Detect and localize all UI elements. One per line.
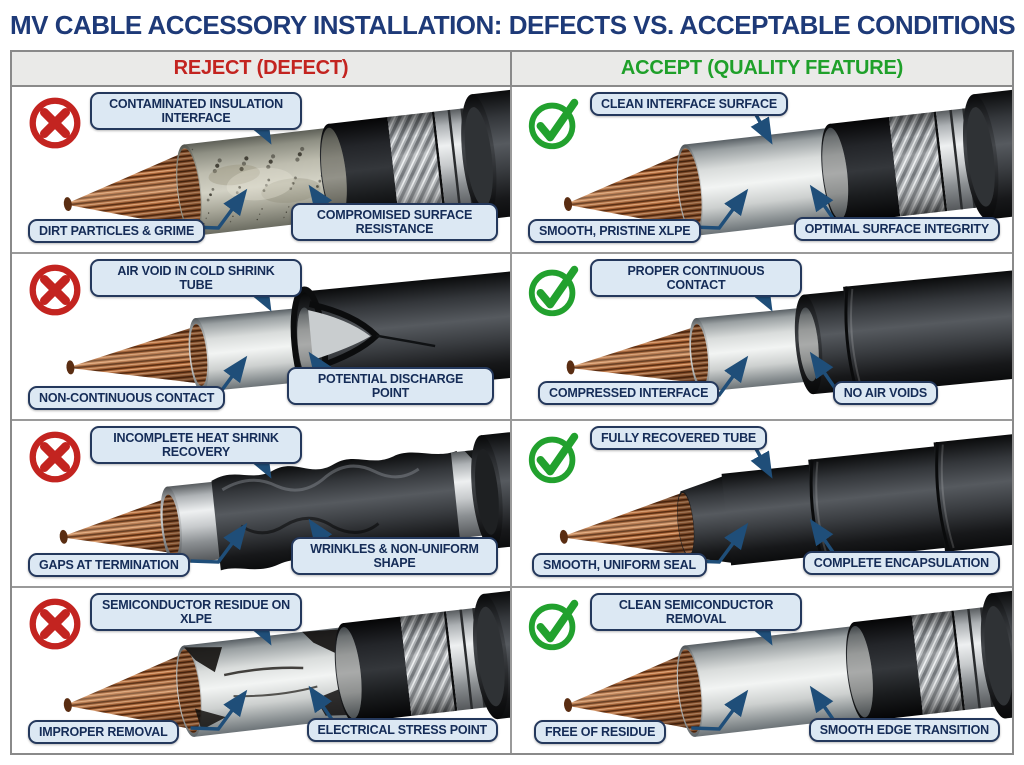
cable-illustration [66, 267, 510, 402]
callout-bottom-right: WRINKLES & NON-UNIFORM SHAPE [291, 537, 498, 575]
cable-illustration [63, 87, 510, 236]
callout-top: PROPER CONTINUOUS CONTACT [590, 259, 802, 297]
column-header-reject: REJECT (DEFECT) [12, 52, 512, 87]
callout-arrow-bottom-left [190, 689, 248, 731]
callout-bottom-right: OPTIMAL SURFACE INTEGRITY [793, 217, 1000, 241]
callout-bottom-right: POTENTIAL DISCHARGE POINT [287, 367, 494, 405]
callout-top: INCOMPLETE HEAT SHRINK RECOVERY [90, 426, 302, 464]
cable-illustration [563, 588, 1012, 737]
panel-proper-continuous-contact: PROPER CONTINUOUS CONTACT COMPRESSED INT… [512, 254, 1012, 421]
comparison-table: REJECT (DEFECT) ACCEPT (QUALITY FEATURE)… [10, 50, 1014, 755]
callout-bottom-left: DIRT PARTICLES & GRIME [28, 219, 206, 243]
callout-top: SEMICONDUCTOR RESIDUE ON XLPE [90, 593, 302, 631]
cable-illustration [563, 87, 1012, 236]
cable-illustration [63, 588, 510, 737]
check-icon [524, 259, 586, 321]
callout-bottom-left: COMPRESSED INTERFACE [538, 381, 720, 405]
callout-top: AIR VOID IN COLD SHRINK TUBE [90, 259, 302, 297]
callout-bottom-left: IMPROPER REMOVAL [28, 720, 179, 744]
callout-bottom-left: GAPS AT TERMINATION [28, 553, 190, 577]
callout-arrow-bottom-left [190, 522, 248, 564]
callout-bottom-left: SMOOTH, UNIFORM SEAL [532, 553, 707, 577]
callout-bottom-right: COMPLETE ENCAPSULATION [802, 551, 1000, 575]
check-icon [524, 92, 586, 154]
panel-semiconductor-residue: SEMICONDUCTOR RESIDUE ON XLPE IMPROPER R… [12, 588, 512, 753]
panel-air-void-cold-shrink: AIR VOID IN COLD SHRINK TUBE NON-CONTINU… [12, 254, 512, 421]
panel-contaminated-insulation-interface: CONTAMINATED INSULATION INTERFACE DIRT P… [12, 87, 512, 254]
callout-bottom-right: NO AIR VOIDS [832, 381, 938, 405]
callout-bottom-left: FREE OF RESIDUE [534, 720, 667, 744]
panel-clean-semiconductor-removal: CLEAN SEMICONDUCTOR REMOVAL FREE OF RESI… [512, 588, 1012, 753]
check-icon [524, 593, 586, 655]
cross-icon [24, 426, 86, 488]
column-header-accept: ACCEPT (QUALITY FEATURE) [512, 52, 1012, 87]
callout-top: CLEAN SEMICONDUCTOR REMOVAL [590, 593, 802, 631]
callout-bottom-left: NON-CONTINUOUS CONTACT [28, 386, 226, 410]
panel-clean-interface-surface: CLEAN INTERFACE SURFACE SMOOTH, PRISTINE… [512, 87, 1012, 254]
cross-icon [24, 92, 86, 154]
cross-icon [24, 593, 86, 655]
callout-bottom-right: ELECTRICAL STRESS POINT [306, 718, 498, 742]
callout-bottom-right: COMPROMISED SURFACE RESISTANCE [291, 203, 498, 241]
cross-icon [24, 259, 86, 321]
callout-top: CONTAMINATED INSULATION INTERFACE [90, 92, 302, 130]
callout-bottom-right: SMOOTH EDGE TRANSITION [808, 718, 1000, 742]
callout-bottom-left: SMOOTH, PRISTINE XLPE [528, 219, 702, 243]
panel-fully-recovered-tube: FULLY RECOVERED TUBE SMOOTH, UNIFORM SEA… [512, 421, 1012, 588]
cable-illustration [559, 429, 1012, 566]
callout-top: CLEAN INTERFACE SURFACE [590, 92, 788, 116]
callout-top: FULLY RECOVERED TUBE [590, 426, 768, 450]
callout-arrow-bottom-left [691, 689, 749, 731]
check-icon [524, 426, 586, 488]
cable-illustration [566, 266, 1012, 397]
page-title: MV CABLE ACCESSORY INSTALLATION: DEFECTS… [10, 10, 1016, 40]
panel-incomplete-heat-shrink: INCOMPLETE HEAT SHRINK RECOVERY GAPS AT … [12, 421, 512, 588]
